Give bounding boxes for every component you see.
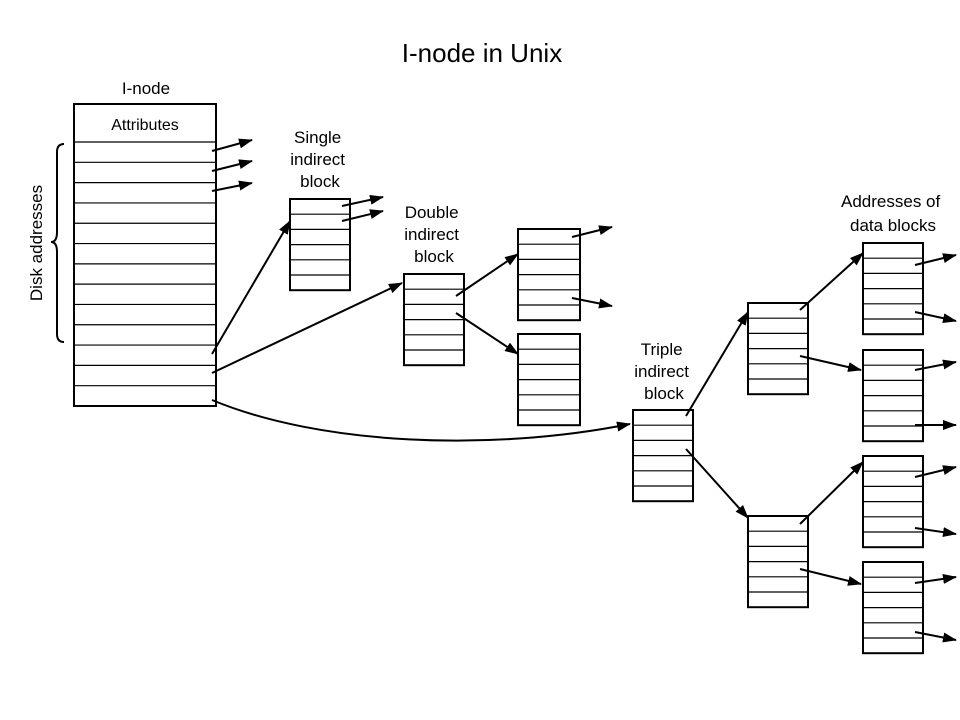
second-level-to-data-arrow (799, 252, 864, 311)
triple-indirect-label-line-3: block (644, 384, 684, 403)
second-level-entry-arrow (571, 225, 613, 238)
double-indirect-label-line-2: indirect (404, 225, 459, 244)
triple-indirect-label-line-2: indirect (634, 362, 689, 381)
triple-indirect-block (632, 409, 694, 503)
data-address-block-1 (862, 242, 924, 336)
triple-to-second-level-arrow (685, 448, 749, 519)
data-address-block-4 (862, 561, 924, 655)
single-indirect-label-line-3: block (300, 172, 340, 191)
single-indirect-label-line-2: indirect (290, 150, 345, 169)
double-indirect-label-line-1: Double (405, 203, 459, 222)
data-address-block-2 (862, 349, 924, 443)
triple-to-second-level-arrow (685, 311, 749, 417)
second-level-to-data-arrow (799, 355, 862, 372)
direct-pointer-arrow (211, 138, 253, 152)
triple-indirect-label: Triple indirect block (634, 340, 694, 403)
single-indirect-pointer (211, 220, 291, 355)
second-level-entry-arrow (571, 297, 613, 309)
disk-addresses-label: Disk addresses (27, 185, 46, 301)
double-second-level-block-top (517, 228, 581, 322)
data-block-address-arrow (914, 573, 957, 584)
diagram-title: I-node in Unix (402, 38, 562, 68)
double-second-level-block-bottom (517, 333, 581, 427)
disk-addresses-brace (50, 143, 65, 343)
data-block-address-arrow (914, 359, 957, 371)
data-blocks-label-line-2: data blocks (850, 216, 936, 235)
double-indirect-label-line-3: block (414, 247, 454, 266)
double-indirect-pointer (211, 282, 403, 374)
indirect-blocks (289, 198, 924, 655)
data-block-address-arrow (914, 527, 957, 538)
single-indirect-label-line-1: Single (294, 128, 341, 147)
data-address-block-3 (862, 455, 924, 549)
double-to-second-level-arrow (455, 312, 519, 355)
inode-label: I-node (122, 79, 170, 98)
data-blocks-label-line-1: Addresses of (841, 192, 940, 211)
single-indirect-entry-arrow (341, 194, 384, 207)
data-block-address-arrow (914, 253, 957, 266)
double-indirect-label: Double indirect block (404, 203, 464, 266)
data-block-address-arrow (914, 631, 957, 643)
double-to-second-level-arrow (455, 253, 519, 297)
single-indirect-label: Single indirect block (290, 128, 350, 191)
second-level-to-data-arrow (799, 461, 864, 525)
triple-second-level-block-top (747, 302, 809, 396)
single-indirect-block (289, 198, 351, 292)
double-indirect-block (403, 273, 465, 367)
inode-outline (73, 103, 217, 407)
data-block-address-arrow (914, 311, 957, 324)
attributes-label: Attributes (111, 117, 179, 134)
direct-pointer-arrow (211, 180, 253, 192)
triple-indirect-label-line-1: Triple (641, 340, 683, 359)
single-indirect-entry-arrow (341, 209, 384, 222)
data-blocks-label: Addresses of data blocks (841, 192, 945, 235)
triple-indirect-pointer (211, 399, 631, 442)
pointer-arrows (211, 138, 957, 643)
inode-block: Attributes (73, 103, 217, 407)
direct-pointer-arrow (211, 159, 253, 172)
data-block-address-arrow (914, 465, 957, 478)
second-level-to-data-arrow (799, 568, 862, 586)
triple-second-level-block-bottom (747, 515, 809, 609)
